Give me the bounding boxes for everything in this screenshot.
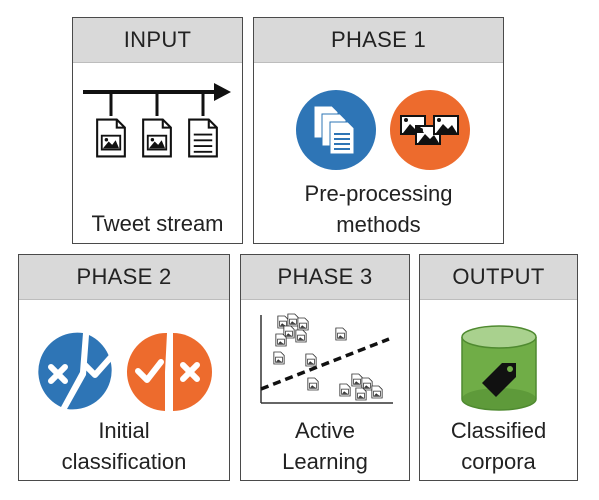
accept-reject-split-icon: [126, 332, 212, 411]
images-icon: [390, 90, 470, 170]
phase3-panel: PHASE 3 Active Learning: [240, 254, 410, 481]
phase1-panel: PHASE 1 Pre-processing: [253, 17, 504, 244]
documents-icon: [296, 90, 376, 170]
output-label-line1: Classified: [450, 418, 547, 443]
phase3-header: PHASE 3: [241, 255, 409, 300]
output-header: OUTPUT: [420, 255, 577, 300]
phase1-header: PHASE 1: [254, 18, 503, 63]
input-header: INPUT: [73, 18, 242, 63]
phase2-label-line2: classification: [61, 449, 187, 474]
input-label: Tweet stream: [91, 211, 224, 236]
phase1-label-line1: Pre-processing: [304, 181, 453, 206]
phase2-label-line1: Initial: [98, 418, 150, 443]
tagged-database-icon: [461, 325, 537, 411]
active-learning-scatter-icon: [260, 313, 393, 404]
output-panel: OUTPUT Classified corpora: [419, 254, 578, 481]
tweet-stream-timeline-icon: [83, 83, 231, 158]
phase3-label-line2: Learning: [282, 449, 368, 474]
reject-accept-split-icon: [38, 332, 114, 410]
phase2-header: PHASE 2: [19, 255, 229, 300]
phase1-label-line2: methods: [336, 212, 421, 237]
input-panel: INPUT Tweet stream: [72, 17, 243, 244]
phase2-panel: PHASE 2 Initial classification: [18, 254, 230, 481]
phase3-label-line1: Active: [295, 418, 355, 443]
output-label-line2: corpora: [461, 449, 536, 474]
